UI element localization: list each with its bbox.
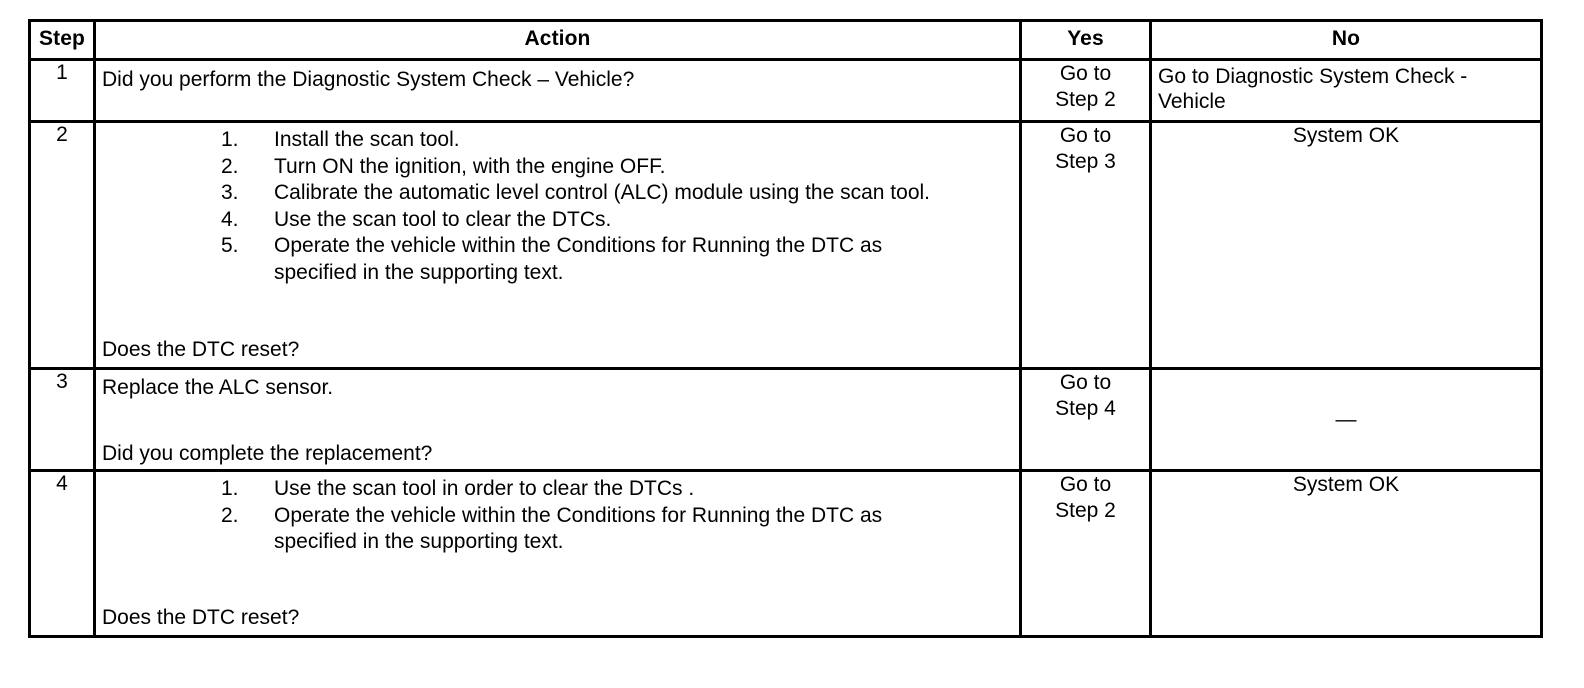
list-item-text: Install the scan tool. [274,128,460,151]
column-header-yes: Yes [1019,19,1152,61]
action-step-list: 1. Install the scan tool. 2. Turn ON the… [96,127,1019,286]
list-item: 5. Operate the vehicle within the Condit… [96,233,1019,286]
list-item-text-continued: specified in the supporting text. [274,260,564,284]
action-question: Does the DTC reset? [102,338,300,361]
list-item-number: 2. [221,154,239,178]
yes-line-1: Go to [1059,62,1112,85]
no-line-1: Go to Diagnostic System Check - [1158,65,1468,88]
no-cell: System OK [1149,120,1543,370]
no-cell: — [1149,367,1543,472]
yes-cell: Go to Step 2 [1019,58,1152,123]
yes-line-1: Go to [1059,124,1112,147]
action-cell: Replace the ALC sensor. Did you complete… [93,367,1022,472]
list-item-number: 4. [221,207,239,231]
no-line-1: System OK [1292,124,1400,147]
list-item-number: 5. [221,234,239,257]
list-item-number: 2. [221,503,239,527]
yes-cell: Go to Step 2 [1019,469,1152,638]
table-row: 2 1. Install the scan tool. 2. [28,120,1543,370]
no-line-1: System OK [1292,473,1400,496]
column-header-action: Action [93,19,1022,61]
yes-line-2: Step 2 [1055,499,1116,522]
table-header-row: Step Action Yes No [28,19,1543,61]
action-question: Did you complete the replacement? [102,442,433,465]
list-item-number: 1. [221,477,239,500]
no-dash: — [1335,407,1357,431]
table-row: 3 Replace the ALC sensor. Did you comple… [28,367,1543,472]
table-row: 4 1. Use the scan tool in order to clear… [28,469,1543,638]
dtc-diagnostic-table: Step Action Yes No 1 Did you perform the… [28,19,1543,638]
list-item-text: Operate the vehicle within the Condition… [274,234,883,257]
action-cell: 1. Use the scan tool in order to clear t… [93,469,1022,638]
list-item-text: Turn ON the ignition, with the engine OF… [274,154,666,178]
list-item-text: Use the scan tool in order to clear the … [274,477,695,500]
list-item: 3. Calibrate the automatic level control… [96,180,1019,207]
yes-cell: Go to Step 3 [1019,120,1152,370]
yes-line-2: Step 3 [1055,150,1116,173]
list-item: 2. Operate the vehicle within the Condit… [96,503,1019,556]
yes-line-2: Step 4 [1055,397,1116,420]
action-step-list: 1. Use the scan tool in order to clear t… [96,476,1019,556]
yes-line-1: Go to [1059,473,1112,496]
no-line-2: Vehicle [1158,90,1226,113]
list-item-number: 1. [221,128,239,151]
step-number: 2 [28,120,96,370]
yes-cell: Go to Step 4 [1019,367,1152,472]
list-item-text-continued: specified in the supporting text. [274,530,564,553]
no-cell: System OK [1149,469,1543,638]
list-item: 1. Use the scan tool in order to clear t… [96,476,1019,503]
list-item-text: Operate the vehicle within the Condition… [274,503,883,527]
action-question: Does the DTC reset? [102,606,300,629]
yes-line-1: Go to [1059,371,1112,394]
action-question: Did you perform the Diagnostic System Ch… [102,68,635,91]
list-item-text: Use the scan tool to clear the DTCs. [274,207,612,231]
step-number: 3 [28,367,96,472]
list-item: 1. Install the scan tool. [96,127,1019,154]
list-item: 2. Turn ON the ignition, with the engine… [96,154,1019,181]
list-item: 4. Use the scan tool to clear the DTCs. [96,207,1019,234]
action-cell: 1. Install the scan tool. 2. Turn ON the… [93,120,1022,370]
no-cell: Go to Diagnostic System Check - Vehicle [1149,58,1543,123]
action-instruction: Replace the ALC sensor. [102,376,334,399]
column-header-no: No [1149,19,1543,61]
column-header-step: Step [28,19,96,61]
table-row: 1 Did you perform the Diagnostic System … [28,58,1543,123]
list-item-number: 3. [221,181,239,204]
list-item-text: Calibrate the automatic level control (A… [274,181,931,204]
yes-line-2: Step 2 [1055,88,1116,111]
step-number: 1 [28,58,96,123]
step-number: 4 [28,469,96,638]
action-cell: Did you perform the Diagnostic System Ch… [93,58,1022,123]
